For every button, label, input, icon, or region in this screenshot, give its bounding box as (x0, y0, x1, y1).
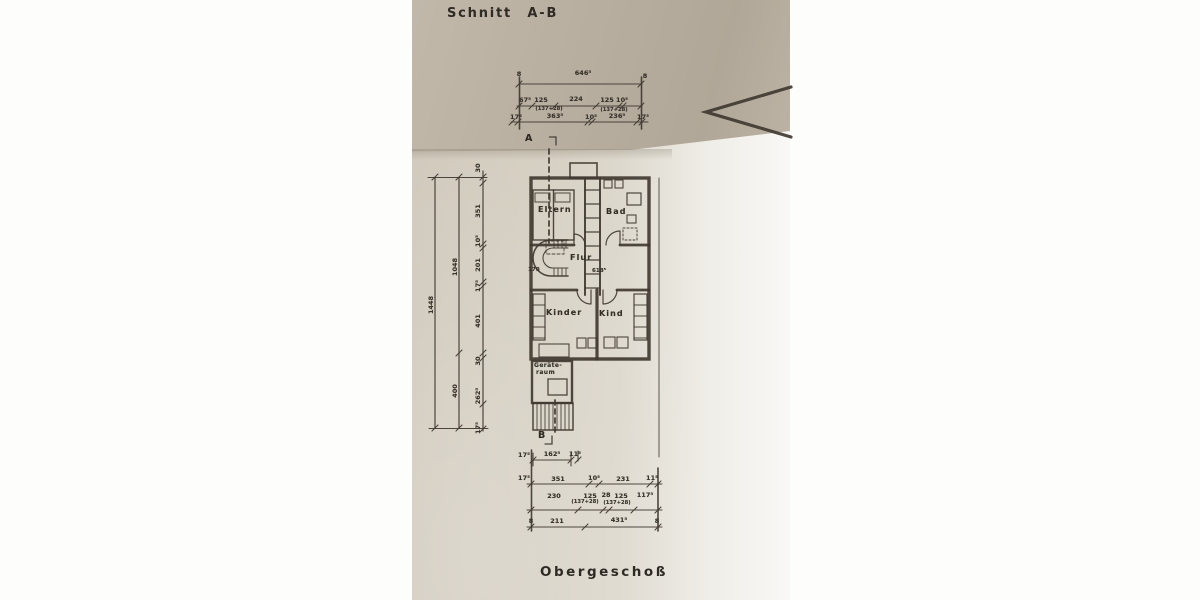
dim-top-r2-1: 125 (534, 96, 548, 104)
room-label-kind: Kind (599, 309, 624, 318)
dim-bot-r3-0: 230 (547, 492, 561, 500)
door-swings (573, 230, 621, 305)
dim-left-in-6: 30 (473, 356, 482, 366)
plan-dim-stair: 170 (528, 267, 540, 273)
bidet-fixture (614, 179, 624, 189)
dim-bot-r4-3: 8 (654, 517, 660, 525)
dim-bot-r4-0: 8 (528, 517, 534, 525)
section-line-a (548, 136, 557, 244)
dim-bot-r3-note-0: (137+28) (571, 499, 599, 505)
chimney-flue-stack (584, 189, 601, 289)
dim-bot-r1-0: 17⁵ (518, 451, 530, 459)
dim-top-r2-0: 67⁵ (519, 96, 531, 104)
room-label-geraeteraum-line2: raum (536, 369, 556, 376)
section-marker-b: B (538, 430, 546, 441)
dim-top-r3-4: 17⁵ (637, 113, 649, 121)
room-label-flur: Flur (570, 253, 593, 262)
dim-left-in-0: 30 (473, 163, 482, 173)
dim-left-in-7: 262⁵ (473, 387, 482, 405)
wardrobe-kind (633, 293, 648, 341)
pillow (554, 192, 571, 203)
dim-bot-r2-4: 11⁵ (646, 474, 658, 482)
room-label-eltern: Eltern (538, 205, 572, 214)
dim-left-in-3: 201 (473, 258, 482, 272)
fold-arrow-mark (700, 85, 793, 139)
room-label-kinder: Kinder (546, 308, 583, 317)
fold-shadow (412, 149, 672, 160)
shower-outline (622, 227, 638, 241)
section-line-b (544, 399, 556, 445)
dim-bot-r3-3: 125 (614, 492, 628, 500)
dim-bot-r3-4: 117⁵ (636, 491, 654, 499)
window-sill (538, 343, 570, 358)
geraeteraum-annex (530, 359, 574, 431)
dim-bot-r2-1: 351 (551, 475, 565, 483)
wc-fixture (603, 179, 613, 189)
dim-top-r3-2: 10⁵ (585, 113, 597, 121)
dim-top-r3-1: 363⁵ (546, 112, 564, 120)
dimension-lines-top (508, 76, 649, 130)
dim-bot-r3-note-1: (137+28) (603, 500, 631, 506)
dim-bot-r3-1: 125 (583, 492, 597, 500)
dim-bot-r2-3: 231 (616, 475, 630, 483)
window-block (616, 336, 629, 349)
sink-fixture (626, 192, 642, 206)
plan-dim-flur: 618⁵ (592, 268, 607, 274)
dim-bot-r4-1: 211 (550, 517, 564, 525)
dim-bot-r1-1: 162⁵ (543, 450, 561, 458)
dimension-lines-bottom (526, 449, 663, 532)
dim-top-r2-note-1: (137+28) (600, 107, 628, 113)
wardrobe-kinder (532, 293, 546, 341)
dim-top-r2-4: 10⁵ (616, 96, 628, 104)
dim-left-mid-1: 400 (450, 384, 459, 398)
pillow (534, 192, 551, 203)
dim-top-r2-2: 224 (569, 95, 583, 103)
furniture (532, 179, 648, 358)
drawing-title: Schnitt A-B (447, 6, 559, 21)
dim-top-r1-total: 646⁵ (574, 69, 592, 77)
window-block (587, 337, 598, 349)
window-block (603, 336, 616, 349)
dim-top-r2-note-0: (137+28) (535, 106, 563, 112)
paper-fold-band (412, 0, 790, 152)
room-label-bad: Bad (606, 207, 627, 216)
floor-label: Obergeschoß (540, 564, 668, 580)
dim-top-r1-left: 8 (516, 70, 522, 78)
dim-left-in-4: 17⁵ (473, 280, 482, 292)
bath-fixture (626, 214, 637, 224)
dim-top-r2-3: 125 (600, 96, 614, 104)
dim-top-r1-right: 8 (642, 72, 648, 80)
dimension-lines-left (427, 170, 489, 433)
dim-bot-r4-2: 431⁵ (610, 516, 628, 524)
window-block (576, 337, 587, 349)
section-marker-a: A (525, 133, 533, 144)
dim-bot-r3-2: 28 (601, 491, 611, 499)
dim-left-mid-0: 1048 (450, 257, 459, 277)
dim-left-in-8: 17⁵ (473, 422, 482, 434)
dim-left-in-2: 10⁵ (473, 235, 482, 247)
dim-bot-r2-2: 10⁵ (588, 474, 600, 482)
room-label-geraeteraum-line1: Geräte- (534, 362, 563, 369)
dim-left-overall: 1448 (426, 295, 435, 315)
dormer-bay (569, 162, 598, 179)
dim-left-in-5: 401 (473, 314, 482, 328)
dim-top-r3-0: 17⁵ (510, 113, 522, 121)
dim-bot-r2-0: 17⁵ (518, 474, 530, 482)
dim-bot-r1-2: 11⁵ (569, 450, 581, 458)
dim-left-in-1: 351 (473, 204, 482, 218)
dim-top-r3-3: 236⁵ (608, 112, 626, 120)
